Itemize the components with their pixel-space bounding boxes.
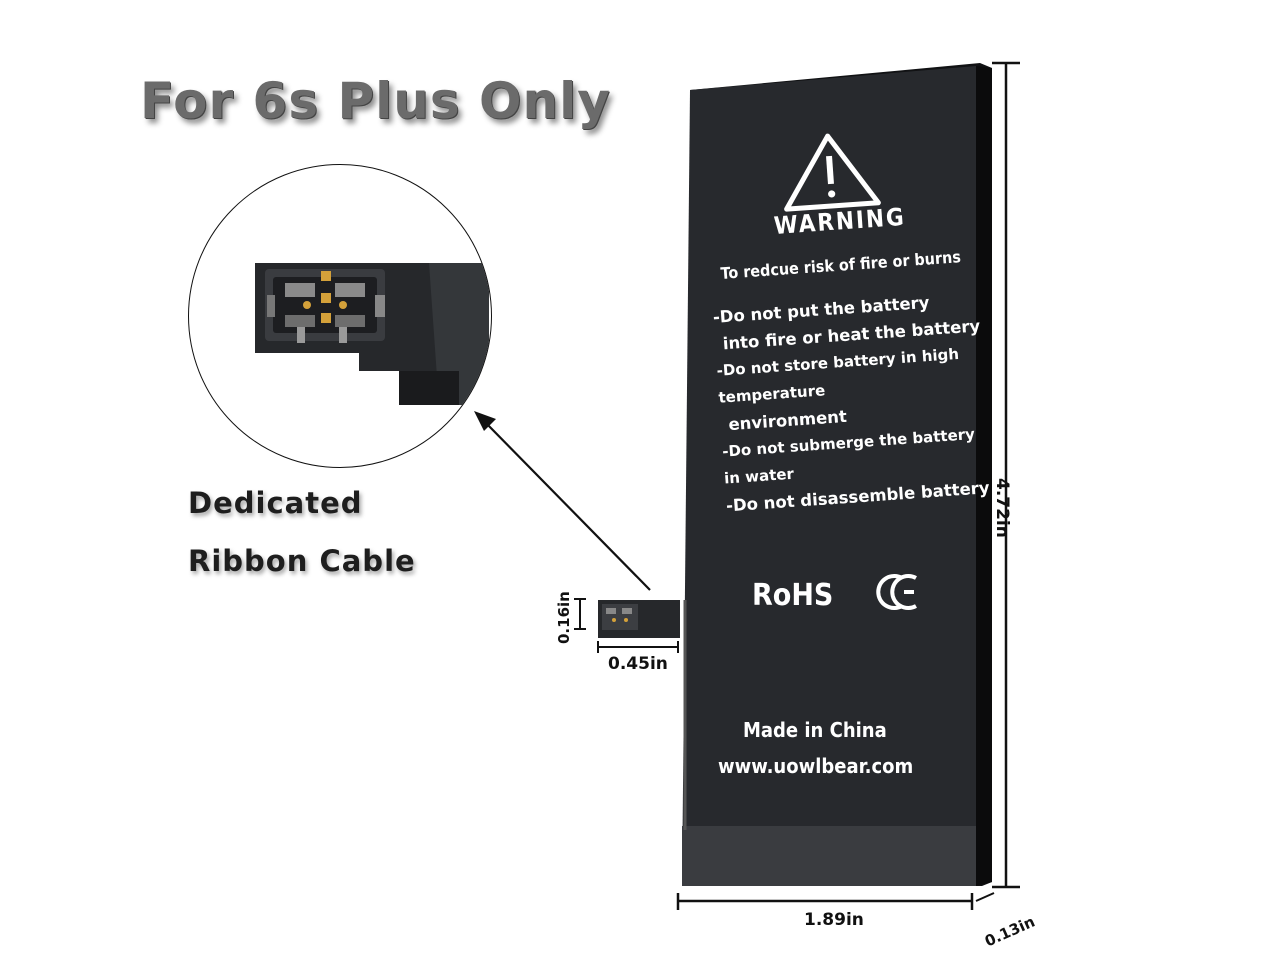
callout-line-1: Dedicated	[188, 486, 363, 520]
dimension-lines	[574, 61, 1020, 910]
connector-height-label: 0.16in	[555, 591, 573, 644]
width-dimension-label: 1.89in	[804, 910, 864, 930]
height-dimension-label: 4.72in	[992, 478, 1012, 538]
battery-body	[682, 63, 992, 886]
rohs-mark: RoHS	[752, 578, 834, 613]
connector-zoom-circle	[188, 164, 492, 468]
small-connector-tab	[598, 600, 680, 638]
connector-closeup-image	[255, 263, 489, 405]
product-title: For 6s Plus Only	[140, 72, 611, 130]
made-in-label: Made in China	[743, 718, 887, 742]
ce-mark	[876, 574, 917, 610]
website-label: www.uowlbear.com	[718, 754, 914, 778]
connector-width-label: 0.45in	[608, 654, 668, 674]
pointer-arrow	[474, 411, 651, 591]
callout-line-2: Ribbon Cable	[188, 544, 416, 578]
